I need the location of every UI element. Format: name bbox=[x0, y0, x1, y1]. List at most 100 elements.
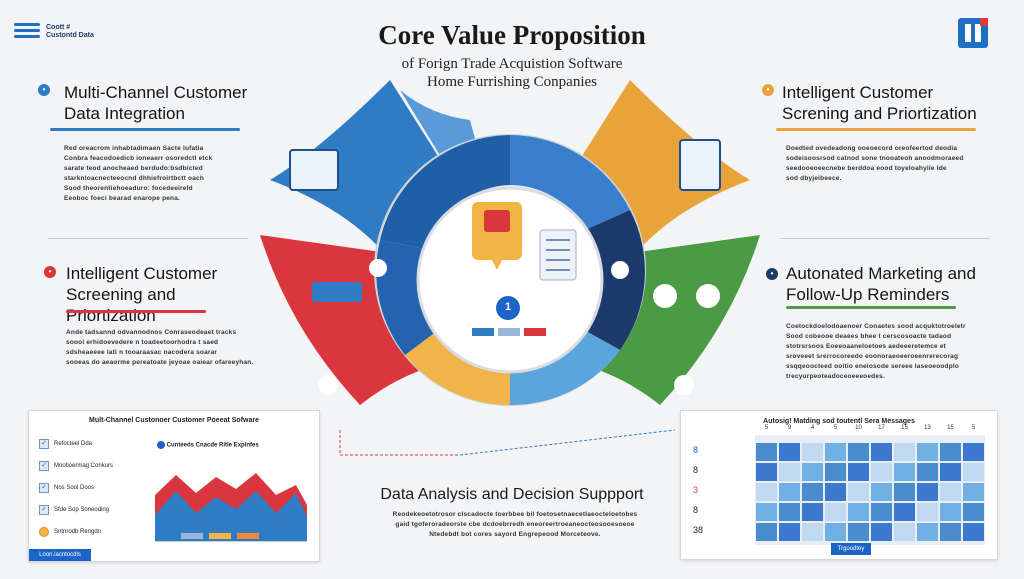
section-text-screening-priority: Ande tadsannd odvannodnos Conraseodeaet … bbox=[66, 329, 254, 366]
left-panel-legend: ✓Refocteel Dda ✓Mootioermag Conkurs ✓Nos… bbox=[39, 439, 139, 549]
ring-arc-red bbox=[380, 135, 510, 250]
right-panel-title: Autosig! Matding sod toutentl Sera Messa… bbox=[763, 418, 915, 425]
grid-column-header: 4 bbox=[810, 425, 815, 431]
grid-cell bbox=[963, 523, 984, 541]
calendar-icon bbox=[312, 282, 362, 302]
clock-icon bbox=[369, 259, 387, 277]
grid-cell bbox=[871, 523, 892, 541]
center-number-badge bbox=[496, 296, 520, 320]
section-title-marketing-followup: Autonated Marketing and Follow-Up Remind… bbox=[786, 264, 976, 304]
check-icon: ✓ bbox=[39, 483, 49, 493]
bottom-text: Reodekeoetotrosor clscadocte toerbbee bi… bbox=[392, 511, 638, 538]
grid-cell bbox=[940, 503, 961, 521]
grid-cell bbox=[894, 463, 915, 481]
legend-item: ✓Refocteel Dda bbox=[39, 439, 139, 449]
section-title-customer-screening: Intelligent Customer Screning and Priort… bbox=[782, 83, 977, 123]
grid-cell bbox=[756, 503, 777, 521]
section-text-marketing-followup: Coetockdoelodoaenoer Conaetes sood acquk… bbox=[786, 323, 966, 380]
grid-cell bbox=[917, 483, 938, 501]
grid-cell bbox=[802, 483, 823, 501]
grid-cell bbox=[963, 503, 984, 521]
grid-cell bbox=[848, 523, 869, 541]
right-schedule-panel: Autosig! Matding sod toutentl Sera Messa… bbox=[680, 410, 998, 560]
section-text-customer-screening: Doedted ovedeadong ooeoecord oreofeertod… bbox=[786, 145, 964, 182]
grid-cell bbox=[917, 503, 938, 521]
grid-cell bbox=[871, 463, 892, 481]
grid-cell bbox=[940, 483, 961, 501]
grid-cell bbox=[802, 523, 823, 541]
grid-column-header: 13 bbox=[924, 425, 931, 431]
left-panel-button[interactable]: Loon.lacntocdls bbox=[29, 549, 91, 561]
section-underline bbox=[66, 310, 206, 313]
legend-item: ✓Mootioermag Conkurs bbox=[39, 461, 139, 471]
grid-cell bbox=[917, 523, 938, 541]
brand-logo-icon bbox=[958, 18, 988, 48]
grid-cell bbox=[894, 503, 915, 521]
grid-cell bbox=[802, 503, 823, 521]
grid-cell bbox=[779, 523, 800, 541]
subtitle-line-1: of Forign Trade Acquistion Software bbox=[401, 56, 623, 72]
legend-item: ✓Sfde Sop Soneoding bbox=[39, 505, 139, 515]
area-series-blue bbox=[155, 491, 307, 541]
grid-cell bbox=[871, 443, 892, 461]
grid-cell bbox=[894, 523, 915, 541]
grid-column-header: 10 bbox=[855, 425, 862, 431]
grid-cell bbox=[848, 463, 869, 481]
grid-cell bbox=[940, 523, 961, 541]
section-text-data-integration: Red oreacrom inhabtadimaen Sacte lufatia… bbox=[64, 145, 213, 202]
subtitle-line-2: Home Furrishing Conpanies bbox=[427, 74, 597, 90]
center-number: 1 bbox=[504, 301, 512, 313]
grid-cell bbox=[779, 503, 800, 521]
grid-column-header: 9 bbox=[787, 425, 792, 431]
grid-cell bbox=[779, 483, 800, 501]
section-dot-icon: • bbox=[38, 84, 50, 96]
row-label: 38 bbox=[693, 525, 704, 535]
row-label: 8 bbox=[693, 465, 699, 475]
coin-icon bbox=[39, 527, 49, 537]
bottom-title: Data Analysis and Decision Suppport bbox=[380, 486, 644, 503]
section-underline bbox=[786, 306, 956, 309]
grid-cell bbox=[779, 463, 800, 481]
ring-arc-darkblue bbox=[376, 240, 445, 355]
table-icon bbox=[679, 139, 721, 191]
grid-cell bbox=[917, 443, 938, 461]
center-list-icon bbox=[539, 229, 577, 281]
section-underline bbox=[50, 128, 240, 131]
grid-cell bbox=[940, 443, 961, 461]
area-chart bbox=[155, 473, 307, 542]
data-screen-icon bbox=[289, 149, 339, 191]
row-label: 8 bbox=[693, 445, 699, 455]
grid-cell bbox=[802, 463, 823, 481]
row-labels: 8 8 3 8 38 bbox=[693, 445, 743, 545]
grid-cell bbox=[848, 503, 869, 521]
company-logo: Coott # Custontd Data bbox=[14, 18, 124, 46]
check-icon: ✓ bbox=[39, 439, 49, 449]
grid-cell bbox=[802, 443, 823, 461]
grid-cell bbox=[825, 443, 846, 461]
grid-cell bbox=[848, 443, 869, 461]
divider bbox=[48, 238, 248, 239]
check-icon: ✓ bbox=[39, 461, 49, 471]
target-icon bbox=[318, 375, 338, 395]
page-title: Core Value Proposition bbox=[378, 20, 646, 50]
row-label: 3 bbox=[693, 485, 699, 495]
grid-cell bbox=[756, 463, 777, 481]
grid-cell bbox=[871, 503, 892, 521]
right-panel-button[interactable]: Trgoodtey bbox=[831, 543, 871, 555]
legend-item: Sntnrodb Rengdn bbox=[39, 527, 139, 537]
section-dot-icon: • bbox=[762, 84, 774, 96]
grid-cell bbox=[756, 483, 777, 501]
section-title-data-integration: Multi-Channel Customer Data Integration bbox=[64, 83, 248, 123]
grid-cell bbox=[917, 463, 938, 481]
section-title-screening-priority: Intelligent Customer Screening and Prior… bbox=[66, 264, 218, 325]
grid-cell bbox=[963, 463, 984, 481]
grid-cell bbox=[756, 523, 777, 541]
value-wheel-diagram bbox=[260, 80, 760, 406]
section-dot-icon: • bbox=[44, 266, 56, 278]
grid-column-header: 17 bbox=[878, 425, 885, 431]
left-panel-title: Mult-Channel Custonoer Customer Poeeat S… bbox=[89, 417, 259, 424]
grid-cell bbox=[871, 483, 892, 501]
grid-cell bbox=[825, 523, 846, 541]
grid-column-header: 15 bbox=[947, 425, 954, 431]
